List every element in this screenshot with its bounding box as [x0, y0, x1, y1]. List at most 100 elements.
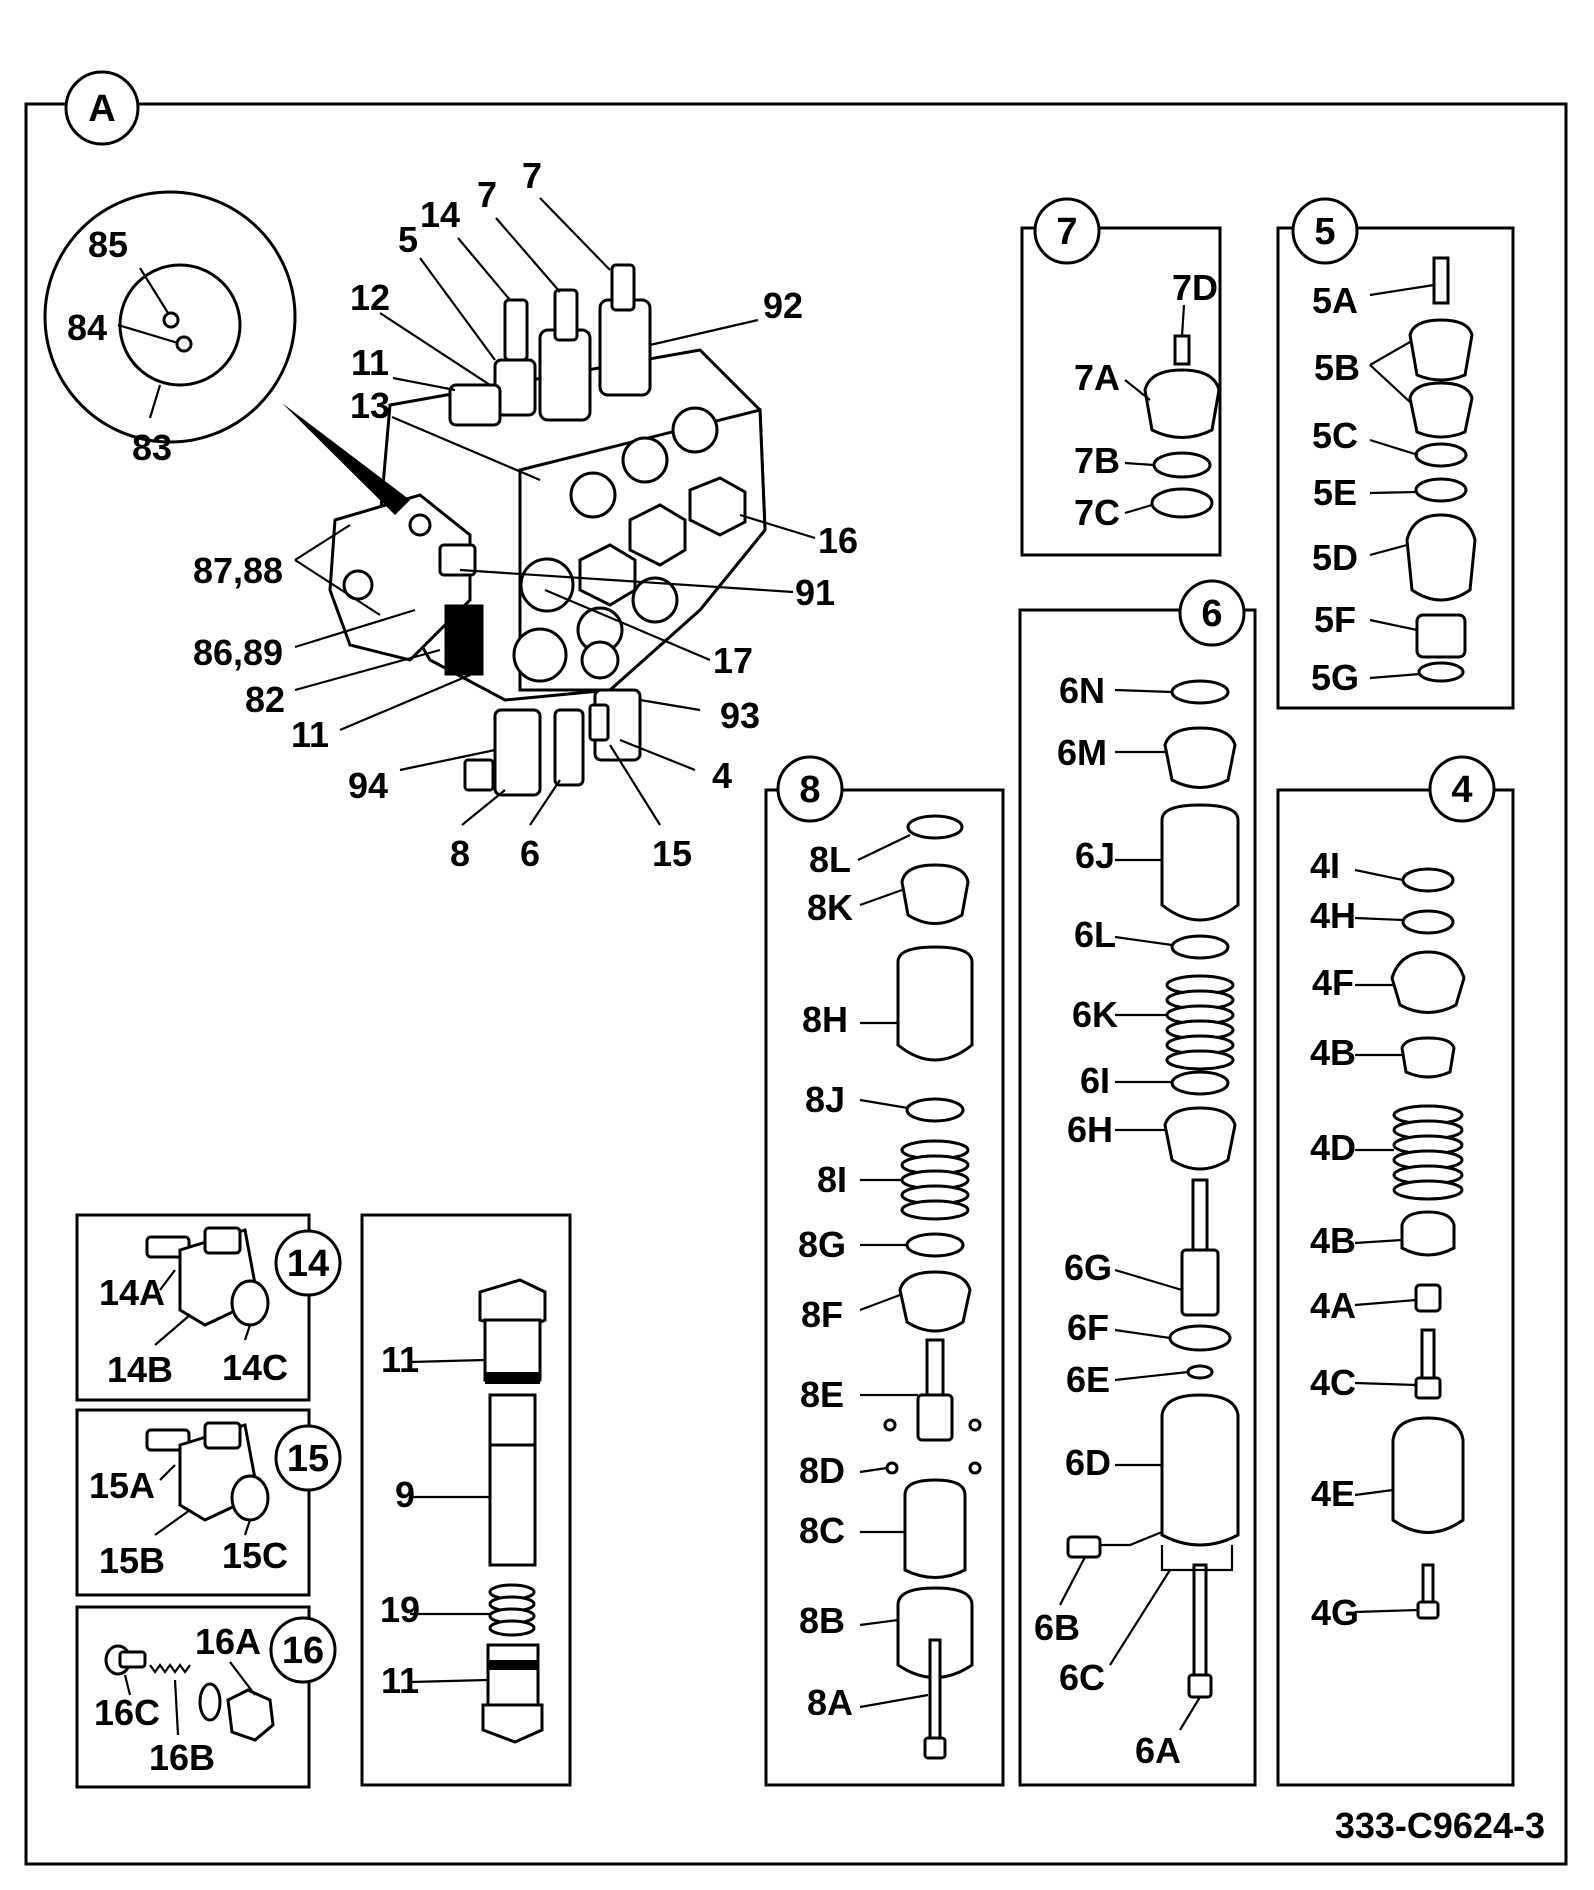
label-8: 8 — [450, 833, 470, 874]
label-8H: 8H — [802, 999, 848, 1040]
label-5D: 5D — [1312, 537, 1358, 578]
label-4D: 4D — [1310, 1127, 1356, 1168]
label-6A: 6A — [1135, 1730, 1181, 1771]
label-5B: 5B — [1314, 347, 1360, 388]
label-94: 94 — [348, 765, 388, 806]
label-8G: 8G — [798, 1224, 846, 1265]
label-7A: 7A — [1074, 357, 1120, 398]
label-5A: 5A — [1312, 280, 1358, 321]
label-91: 91 — [795, 572, 835, 613]
panel-16-badge: 16 — [282, 1630, 324, 1672]
label-19: 19 — [380, 1589, 420, 1630]
label-6D: 6D — [1065, 1442, 1111, 1483]
panel-4: 4 4I 4H 4F 4B 4D 4B — [1276, 755, 1515, 1787]
label-6B: 6B — [1034, 1607, 1080, 1648]
label-7B: 7B — [1074, 440, 1120, 481]
label-7: 7 — [522, 155, 542, 196]
panel-7: 7 7D 7A 7B 7C — [1020, 197, 1222, 557]
title-badge — [64, 70, 140, 146]
label-5E: 5E — [1313, 472, 1357, 513]
label-11-lower: 11 — [291, 714, 329, 755]
label-6F: 6F — [1067, 1307, 1109, 1348]
label-7D: 7D — [1172, 267, 1218, 308]
label-13: 13 — [350, 385, 390, 426]
label-15C: 15C — [222, 1535, 288, 1576]
panel-5-badge: 5 — [1314, 211, 1335, 253]
label-4G: 4G — [1311, 1592, 1359, 1633]
label-15: 15 — [652, 833, 692, 874]
label-6: 6 — [520, 833, 540, 874]
label-8D: 8D — [799, 1450, 845, 1491]
panel-14: 14 14A 14B 14C — [75, 1213, 342, 1402]
label-4A: 4A — [1310, 1285, 1356, 1326]
label-6E: 6E — [1066, 1359, 1110, 1400]
panel-9: 11 9 19 11 — [360, 1213, 572, 1787]
label-5: 5 — [398, 219, 418, 260]
label-6G: 6G — [1064, 1247, 1112, 1288]
label-4I: 4I — [1310, 845, 1340, 886]
label-8L: 8L — [809, 839, 851, 880]
label-15A: 15A — [89, 1465, 155, 1506]
label-14C: 14C — [222, 1347, 288, 1388]
label-4: 4 — [712, 755, 732, 796]
label-9: 9 — [395, 1474, 415, 1515]
label-8B: 8B — [799, 1600, 845, 1641]
panel-8-badge: 8 — [799, 769, 820, 811]
panel-6: 6 — [1018, 579, 1257, 1787]
label-8A: 8A — [807, 1682, 853, 1723]
label-6C: 6C — [1059, 1657, 1105, 1698]
panel-6-badge: 6 — [1201, 593, 1222, 635]
main-labels: 7 14 7 5 12 92 11 13 16 87,88 91 86,89 1… — [67, 155, 858, 874]
label-11-spool-bottom: 11 — [381, 1660, 419, 1701]
label-82: 82 — [245, 679, 285, 720]
panel-15-badge: 15 — [287, 1438, 329, 1480]
label-6M: 6M — [1057, 732, 1107, 773]
label-6K: 6K — [1072, 994, 1118, 1035]
label-16B: 16B — [149, 1737, 215, 1778]
outer-frame — [24, 102, 1568, 1866]
panel-15: 15 15A 15B 15C — [75, 1408, 342, 1597]
label-8J: 8J — [805, 1079, 845, 1120]
label-11-spool-top: 11 — [381, 1339, 419, 1380]
black-plug — [444, 604, 484, 676]
label-8I: 8I — [817, 1159, 847, 1200]
label-17: 17 — [713, 640, 753, 681]
label-7C: 7C — [1074, 492, 1120, 533]
label-92: 92 — [763, 285, 803, 326]
title-badge-text: A — [88, 88, 115, 130]
label-16C: 16C — [94, 1692, 160, 1733]
label-4B-second: 4B — [1310, 1220, 1356, 1261]
label-4E: 4E — [1311, 1473, 1355, 1514]
label-6I: 6I — [1080, 1060, 1110, 1101]
panel-8: 8 8L 8K — [764, 755, 1005, 1787]
label-14: 14 — [420, 194, 460, 235]
panel-4-badge: 4 — [1451, 769, 1472, 811]
label-6L: 6L — [1074, 914, 1116, 955]
panel-5: 5 5A 5B 5C 5E 5D 5F 5G — [1276, 197, 1515, 710]
label-16: 16 — [818, 520, 858, 561]
main-valve-block — [328, 263, 767, 797]
label-5C: 5C — [1312, 415, 1358, 456]
label-86-89: 86,89 — [193, 632, 283, 673]
reference-code: 333-C9624-3 — [1335, 1805, 1545, 1846]
label-4B: 4B — [1310, 1032, 1356, 1073]
label-8K: 8K — [807, 887, 853, 928]
label-6H: 6H — [1067, 1109, 1113, 1150]
label-4C: 4C — [1310, 1362, 1356, 1403]
label-8E: 8E — [800, 1374, 844, 1415]
label-83: 83 — [132, 427, 172, 468]
main-leader-lines — [294, 197, 816, 826]
label-4F: 4F — [1312, 962, 1354, 1003]
label-6J: 6J — [1075, 835, 1115, 876]
label-84: 84 — [67, 307, 107, 348]
label-6N: 6N — [1059, 670, 1105, 711]
label-85: 85 — [88, 224, 128, 265]
panel-7-badge: 7 — [1056, 211, 1077, 253]
label-15B: 15B — [99, 1540, 165, 1581]
label-16A: 16A — [195, 1621, 261, 1662]
label-5G: 5G — [1311, 657, 1359, 698]
label-87-88: 87,88 — [193, 550, 283, 591]
label-93: 93 — [720, 695, 760, 736]
label-7-second: 7 — [477, 174, 497, 215]
detail-circle — [43, 190, 410, 515]
